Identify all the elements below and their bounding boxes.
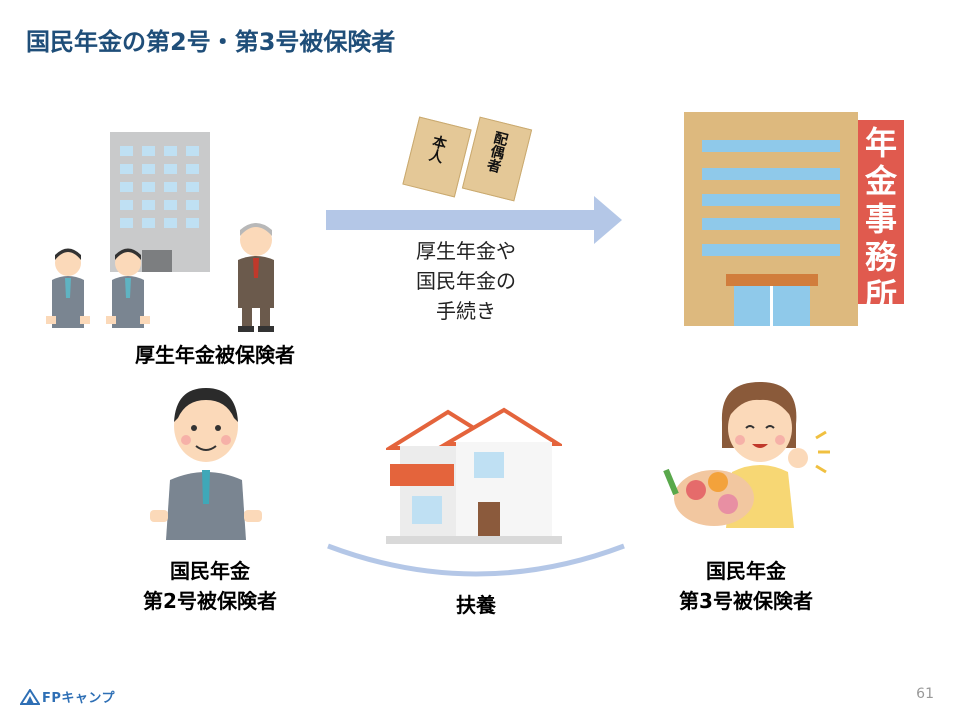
company-employees-illustration <box>46 132 274 332</box>
type2-label-line-2: 第2号被保険者 <box>143 589 277 613</box>
envelope-spouse: 配偶者 <box>461 116 533 202</box>
page-title: 国民年金の第2号・第3号被保険者 <box>26 28 396 56</box>
envelope-self-label: 本人 <box>425 133 449 165</box>
tent-icon <box>20 688 40 705</box>
dependent-arc <box>327 543 625 577</box>
fpcamp-logo: FPキャンプ <box>20 687 115 706</box>
type2-label-line-1: 国民年金 <box>170 559 250 583</box>
procedure-text-line-1: 厚生年金や <box>416 239 516 263</box>
procedure-text-line-2: 国民年金の <box>416 269 516 293</box>
sign-char: 事 <box>864 200 897 238</box>
sign-char: 年 <box>864 124 897 162</box>
sign-char: 務 <box>864 238 897 276</box>
salaryman-illustration <box>150 388 262 540</box>
type3-label-line-1: 国民年金 <box>706 559 786 583</box>
sign-char: 所 <box>864 276 897 314</box>
employees-label: 厚生年金被保険者 <box>135 343 295 367</box>
pension-office-sign: 年 金 事 務 所 <box>858 120 904 314</box>
type3-label-line-2: 第3号被保険者 <box>679 589 813 613</box>
housewife-illustration <box>663 382 830 528</box>
envelope-self: 本人 <box>402 116 472 198</box>
envelope-spouse-label: 配偶者 <box>483 129 510 175</box>
page-number: 61 <box>916 686 934 702</box>
procedure-arrow <box>326 196 622 244</box>
dependent-label: 扶養 <box>456 593 496 617</box>
sign-char: 金 <box>864 162 897 200</box>
logo-text: FPキャンプ <box>42 691 116 706</box>
type2-label: 国民年金 第2号被保険者 <box>110 556 310 616</box>
pension-office-building <box>684 112 858 326</box>
type3-label: 国民年金 第3号被保険者 <box>646 556 846 616</box>
house-illustration <box>386 407 562 544</box>
procedure-text-line-3: 手続き <box>436 299 496 323</box>
procedure-text: 厚生年金や 国民年金の 手続き <box>386 236 546 326</box>
